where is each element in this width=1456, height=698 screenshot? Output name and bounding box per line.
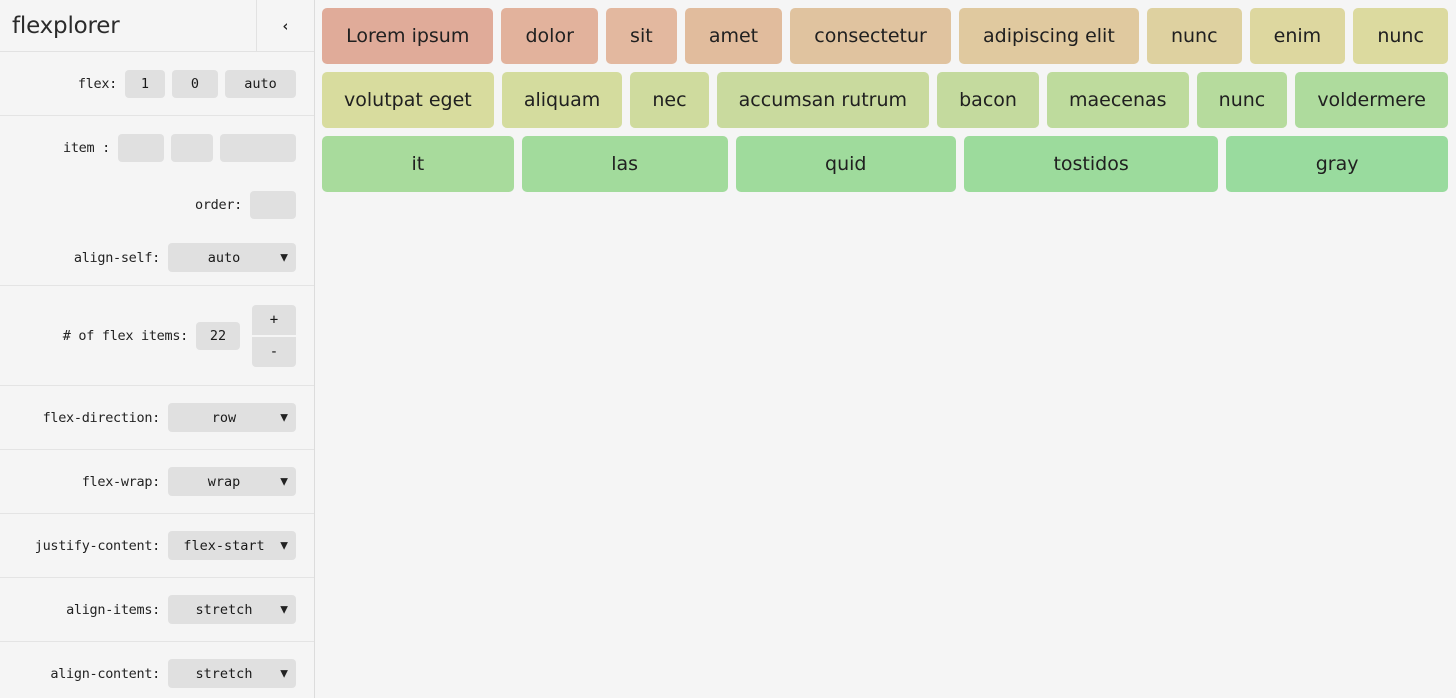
justify-content-select[interactable]: flex-start — [168, 531, 296, 560]
flex-direction-row: flex-direction: row ▼ — [0, 386, 314, 450]
flex-item[interactable]: accumsan rutrum — [716, 72, 930, 128]
flex-item-label: enim — [1273, 25, 1322, 47]
flex-item[interactable]: Lorem ipsum — [322, 8, 494, 64]
flex-wrap-row: flex-wrap: wrap ▼ — [0, 450, 314, 514]
flex-item-label: adipiscing elit — [983, 25, 1115, 47]
flex-item-label: maecenas — [1069, 89, 1167, 111]
flex-shorthand-row: flex: — [0, 52, 314, 116]
align-content-select-wrap: stretch ▼ — [168, 659, 296, 688]
flex-wrap-label: flex-wrap: — [81, 473, 161, 490]
flex-item-count-stepper: + - — [252, 304, 296, 367]
flex-item-label: volutpat eget — [344, 89, 472, 111]
flex-direction-select-wrap: row ▼ — [168, 403, 296, 432]
align-content-row: align-content: stretch ▼ — [0, 642, 314, 698]
flex-basis-input[interactable] — [225, 69, 296, 98]
flex-item-label: bacon — [959, 89, 1017, 111]
flex-item[interactable]: sit — [605, 8, 677, 64]
flex-item-label: tostidos — [1053, 153, 1129, 175]
align-items-select-wrap: stretch ▼ — [168, 595, 296, 624]
flex-item[interactable]: quid — [735, 136, 956, 192]
flex-item[interactable]: amet — [684, 8, 783, 64]
flex-item-label: Lorem ipsum — [346, 25, 470, 47]
order-row: order: — [0, 180, 314, 230]
order-input[interactable] — [250, 191, 296, 219]
align-self-select-wrap: auto ▼ — [168, 243, 296, 272]
flex-item-label: nunc — [1170, 25, 1218, 47]
justify-content-select-wrap: flex-start ▼ — [168, 531, 296, 560]
flex-label: flex: — [77, 75, 117, 92]
flex-item[interactable]: gray — [1226, 136, 1448, 192]
align-items-row: align-items: stretch ▼ — [0, 578, 314, 642]
align-self-label: align-self: — [73, 249, 160, 266]
align-content-select[interactable]: stretch — [168, 659, 296, 688]
flex-item-label: consectetur — [814, 25, 927, 47]
flex-item-label: dolor — [525, 25, 574, 47]
flex-item-label: nunc — [1377, 25, 1424, 47]
flex-item[interactable]: nec — [630, 72, 709, 128]
flex-item[interactable]: maecenas — [1046, 72, 1189, 128]
flex-item-label: gray — [1315, 153, 1359, 175]
flex-item[interactable]: nunc — [1146, 8, 1242, 64]
flex-item-label: amet — [708, 25, 759, 47]
flex-item[interactable]: las — [521, 136, 728, 192]
align-content-label: align-content: — [50, 665, 160, 682]
align-self-row: align-self: auto ▼ — [0, 230, 314, 286]
item-grow-input[interactable] — [118, 134, 164, 162]
flex-item[interactable]: nunc — [1353, 8, 1448, 64]
flex-item-label: it — [411, 153, 425, 175]
collapse-sidebar-button[interactable]: ‹ — [256, 0, 314, 51]
flex-item-label: aliquam — [523, 89, 601, 111]
flex-item[interactable]: dolor — [501, 8, 598, 64]
flex-item-label: las — [611, 153, 639, 175]
increment-items-button[interactable]: + — [252, 304, 296, 335]
decrement-items-button[interactable]: - — [252, 336, 296, 367]
flex-item-label: voldermere — [1317, 89, 1426, 111]
flex-grow-input[interactable] — [125, 69, 165, 98]
flex-item-label: nec — [652, 89, 687, 111]
flex-item[interactable]: consectetur — [790, 8, 951, 64]
justify-content-row: justify-content: flex-start ▼ — [0, 514, 314, 578]
flex-wrap-select[interactable]: wrap — [168, 467, 296, 496]
flex-item[interactable]: adipiscing elit — [958, 8, 1139, 64]
item-label: item : — [63, 140, 110, 156]
order-label: order: — [195, 197, 242, 213]
flex-wrap-select-wrap: wrap ▼ — [168, 467, 296, 496]
flex-item[interactable]: volutpat eget — [322, 72, 494, 128]
item-basis-input[interactable] — [220, 134, 296, 162]
align-self-select[interactable]: auto — [168, 243, 296, 272]
justify-content-label: justify-content: — [34, 537, 161, 554]
flex-item-label: quid — [825, 153, 867, 175]
flex-item-label: nunc — [1218, 89, 1266, 111]
align-items-label: align-items: — [66, 601, 160, 618]
sidebar-header: flexplorer ‹ — [0, 0, 314, 52]
chevron-left-icon: ‹ — [280, 16, 291, 35]
flex-item[interactable]: enim — [1249, 8, 1346, 64]
flex-canvas: Lorem ipsum dolor sit amet consectetur adipis… — [315, 0, 1456, 698]
align-items-select[interactable]: stretch — [168, 595, 296, 624]
flex-item[interactable]: aliquam — [501, 72, 623, 128]
flex-item-count-input[interactable] — [196, 321, 240, 350]
flex-shrink-input[interactable] — [172, 69, 218, 98]
item-shrink-input[interactable] — [171, 134, 213, 162]
flex-item[interactable]: voldermere — [1295, 72, 1449, 128]
flex-direction-label: flex-direction: — [42, 409, 161, 426]
flex-item-label: sit — [630, 25, 653, 47]
flex-item-label: accumsan rutrum — [738, 89, 908, 111]
app-title: flexplorer — [12, 12, 120, 39]
flex-item-count-label: # of flex items: — [62, 327, 189, 344]
flex-item[interactable]: tostidos — [963, 136, 1219, 192]
flex-item[interactable]: it — [322, 136, 514, 192]
item-flex-row: item : — [0, 116, 314, 180]
flex-direction-select[interactable]: row — [168, 403, 296, 432]
flex-item[interactable]: bacon — [937, 72, 1039, 128]
controls-sidebar: flexplorer ‹ flex: item : order: align-s… — [0, 0, 315, 698]
flex-item[interactable]: nunc — [1196, 72, 1288, 128]
flex-item-count-row: # of flex items: + - — [0, 286, 314, 386]
